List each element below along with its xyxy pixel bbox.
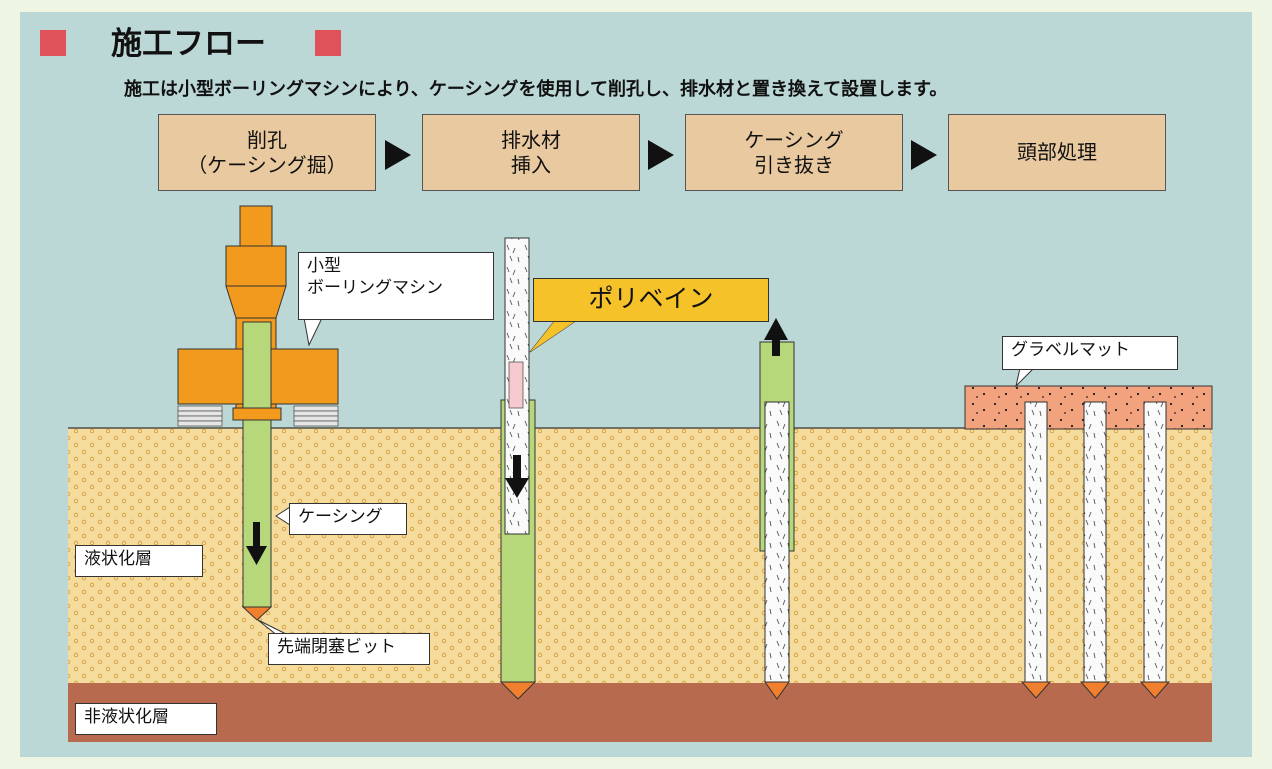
down-arrow-icon: [505, 455, 529, 498]
non-liquefiable-layer: [68, 683, 1212, 742]
title-marker-left: [40, 30, 66, 56]
step-drilling: 削孔 （ケーシング掘）: [158, 114, 376, 191]
down-arrow-icon: [246, 522, 267, 565]
label-casing: ケーシング: [289, 503, 407, 535]
drain-3: [1143, 401, 1167, 683]
title-marker-right: [315, 30, 341, 56]
casing-step1: [242, 321, 272, 608]
label-polyvane: ポリベイン: [533, 278, 769, 322]
page-title: 施工フロー: [111, 26, 266, 62]
label-non-liquefiable-layer: 非液状化層: [75, 703, 217, 735]
flow-arrow-icon: [648, 140, 674, 170]
drain-material-step3: [764, 401, 790, 683]
closed-tip-bit: [241, 606, 273, 621]
step-head-treatment: 頭部処理: [948, 114, 1166, 191]
up-arrow-icon: [764, 318, 788, 356]
page-subtitle: 施工は小型ボーリングマシンにより、ケーシングを使用して削孔し、排水材と置き換えて…: [124, 79, 948, 100]
label-gravel-mat: グラベルマット: [1002, 336, 1178, 370]
drain-1: [1024, 401, 1048, 683]
flow-arrow-icon: [911, 140, 937, 170]
step-pull-casing: ケーシング 引き抜き: [685, 114, 903, 191]
flow-arrow-icon: [385, 140, 411, 170]
machine-tracks: [177, 405, 339, 427]
label-boring-machine: 小型 ボーリングマシン: [298, 252, 494, 320]
step-insert-drain: 排水材 挿入: [422, 114, 640, 191]
drain-2: [1083, 401, 1107, 683]
machine-top: [239, 205, 273, 247]
label-liquefiable-layer: 液状化層: [75, 545, 203, 577]
machine-body-left: [177, 348, 255, 405]
label-closed-tip-bit: 先端閉塞ビット: [268, 633, 430, 665]
